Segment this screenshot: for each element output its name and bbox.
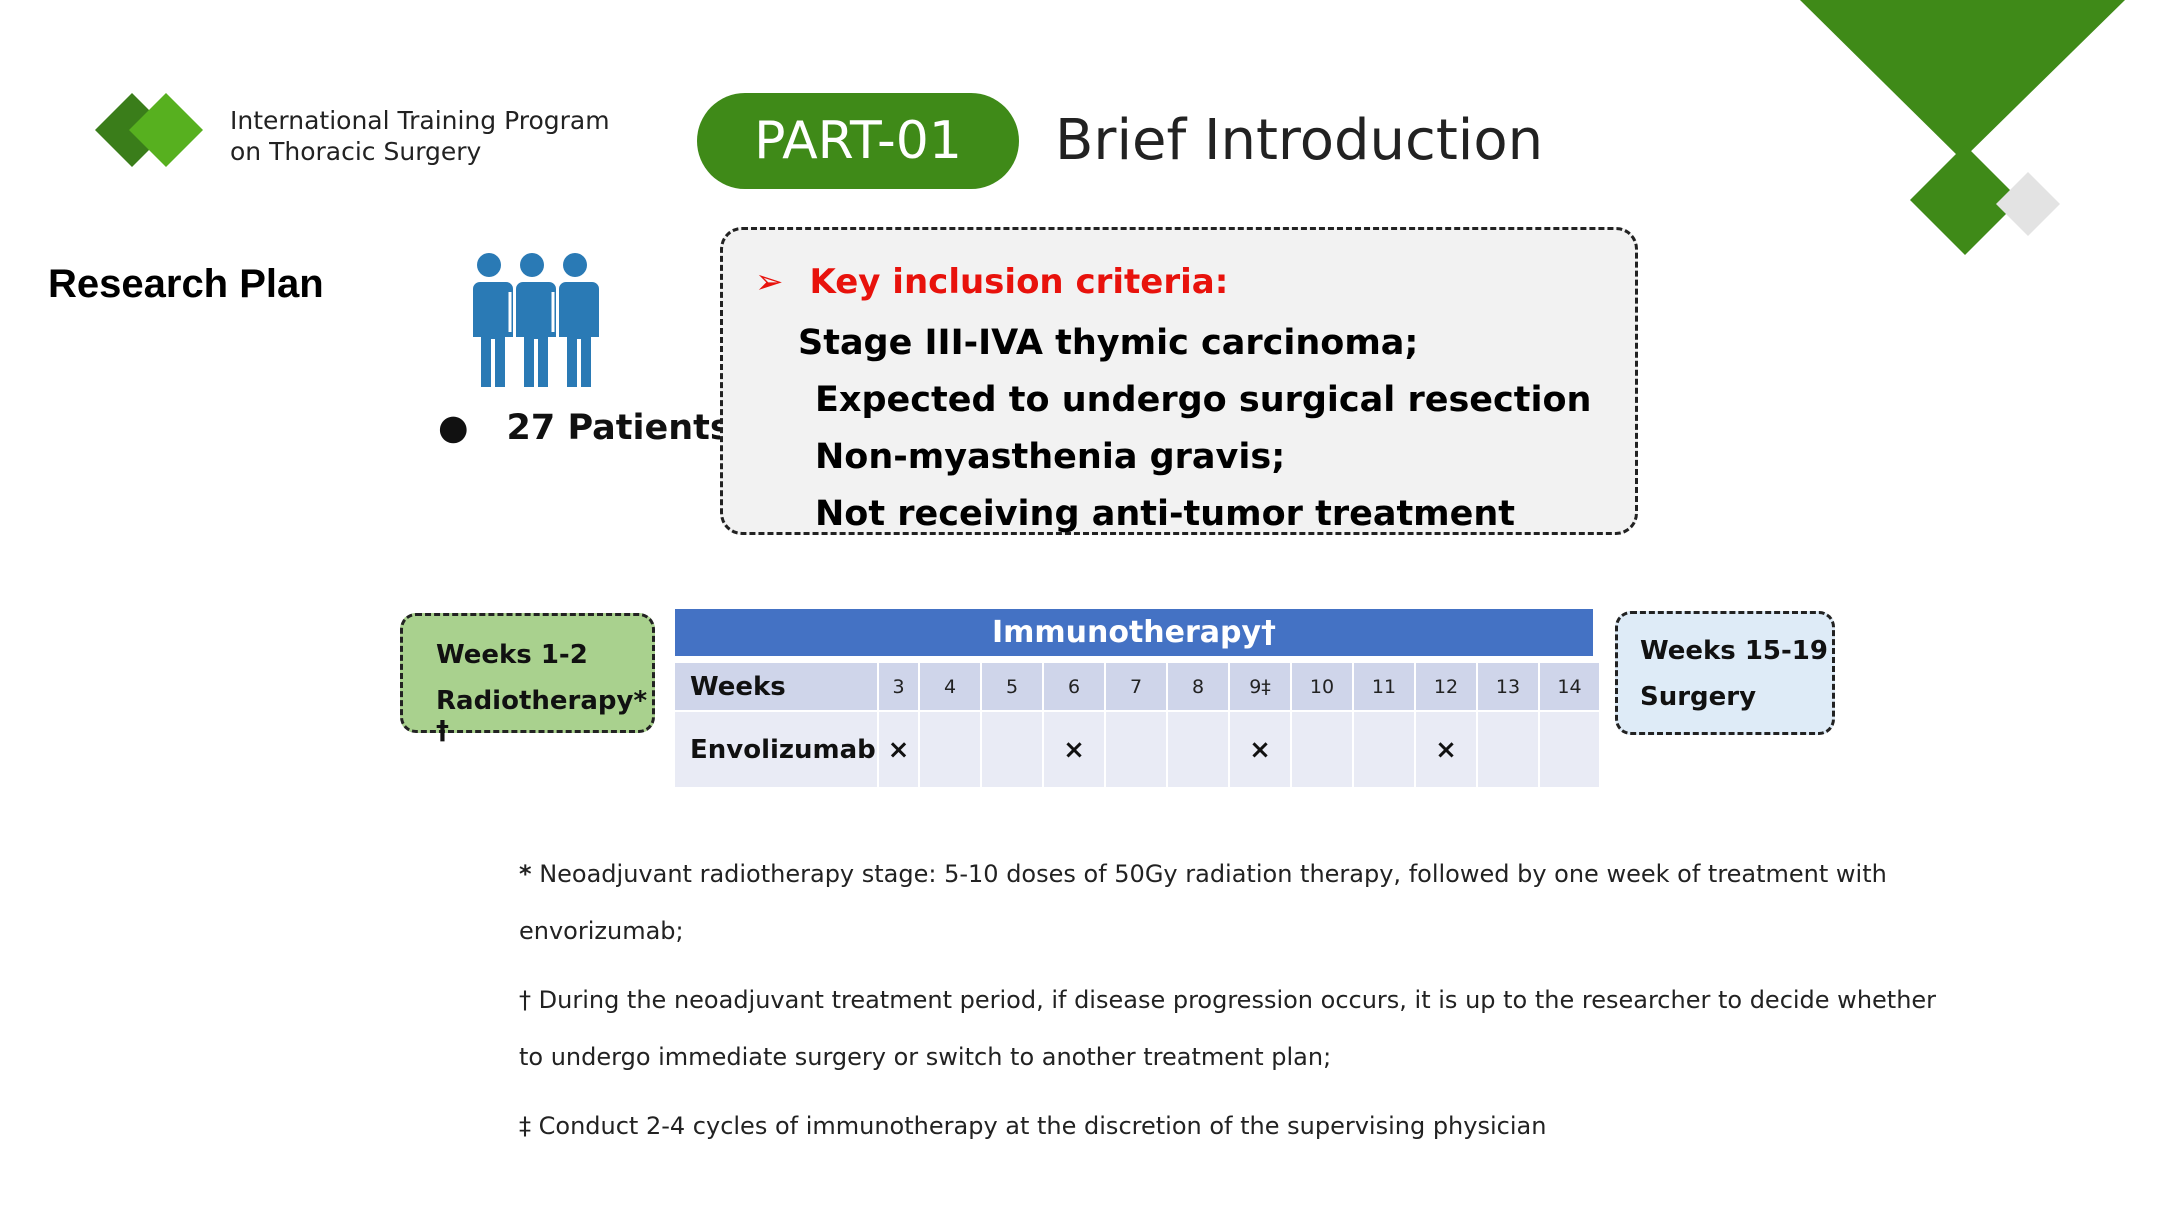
radiotherapy-weeks: Weeks 1-2	[436, 640, 588, 670]
dose-cell: ×	[879, 712, 920, 787]
week-cell: 3	[879, 663, 920, 710]
footnote-asterisk: *	[519, 860, 532, 888]
footnote-progression: † During the neoadjuvant treatment perio…	[519, 986, 1937, 1014]
footnote-progression-cont: to undergo immediate surgery or switch t…	[519, 1043, 1332, 1071]
footnote-radiotherapy-text: Neoadjuvant radiotherapy stage: 5-10 dos…	[531, 860, 1887, 888]
surgery-phase-box: Weeks 15-19 Surgery	[1615, 611, 1835, 735]
row-header-drug: Envolizumab	[675, 712, 879, 787]
footnote-cycles: ‡ Conduct 2-4 cycles of immunotherapy at…	[519, 1112, 1547, 1140]
dose-cell: ×	[1230, 712, 1292, 787]
week-cell: 8	[1168, 663, 1230, 710]
dose-cell	[920, 712, 982, 787]
criteria-item: Expected to undergo surgical resection	[815, 380, 1592, 420]
radiotherapy-phase-box: Weeks 1-2 Radiotherapy* †	[400, 613, 655, 746]
dose-cell	[1540, 712, 1601, 787]
slide-title: Brief Introduction	[1055, 108, 1544, 173]
week-cell: 6	[1044, 663, 1106, 710]
table-row-envolizumab: Envolizumab××××	[675, 712, 1601, 787]
corner-decoration-icon	[1800, 0, 2125, 255]
patient-count-label: 27 Patients	[506, 408, 731, 448]
immunotherapy-table-title: Immunotherapy†	[675, 609, 1593, 656]
arrow-bullet-icon: ➢	[755, 262, 784, 302]
section-heading: Research Plan	[48, 262, 324, 306]
program-logo-icon	[95, 93, 203, 167]
patients-group-icon	[472, 253, 599, 387]
surgery-weeks: Weeks 15-19	[1640, 636, 1828, 666]
criteria-heading-label: Key inclusion criteria:	[809, 262, 1229, 302]
week-cell: 9‡	[1230, 663, 1292, 710]
dose-cell: ×	[1416, 712, 1478, 787]
inclusion-criteria-box	[720, 227, 1638, 535]
week-cell: 4	[920, 663, 982, 710]
footnote-radiotherapy: * Neoadjuvant radiotherapy stage: 5-10 d…	[519, 860, 1887, 888]
dose-cell	[1478, 712, 1540, 787]
week-cell: 10	[1292, 663, 1354, 710]
criteria-item: Non-myasthenia gravis;	[815, 437, 1286, 477]
week-cell: 11	[1354, 663, 1416, 710]
part-badge: PART-01	[697, 93, 1019, 189]
week-cell: 7	[1106, 663, 1168, 710]
dose-cell	[982, 712, 1044, 787]
dose-cell	[1292, 712, 1354, 787]
patient-count: ● 27 Patients	[438, 408, 731, 448]
footnote-radiotherapy-cont: envorizumab;	[519, 917, 684, 945]
week-cell: 12	[1416, 663, 1478, 710]
week-cell: 14	[1540, 663, 1601, 710]
criteria-item: Not receiving anti-tumor treatment	[815, 494, 1516, 534]
dose-cell	[1168, 712, 1230, 787]
dose-cell	[1106, 712, 1168, 787]
radiotherapy-label: Radiotherapy* †	[436, 686, 648, 746]
program-name-line2: on Thoracic Surgery	[230, 137, 482, 166]
criteria-item: Stage III-IVA thymic carcinoma;	[798, 323, 1419, 363]
dose-cell	[1354, 712, 1416, 787]
dose-cell: ×	[1044, 712, 1106, 787]
surgery-label: Surgery	[1640, 682, 1757, 712]
row-header-weeks: Weeks	[675, 663, 879, 710]
bullet-icon: ●	[438, 408, 469, 448]
criteria-heading: ➢ Key inclusion criteria:	[755, 262, 1228, 302]
week-cell: 5	[982, 663, 1044, 710]
program-name: International Training Program on Thorac…	[230, 105, 610, 167]
week-cell: 13	[1478, 663, 1540, 710]
program-name-line1: International Training Program	[230, 106, 610, 135]
